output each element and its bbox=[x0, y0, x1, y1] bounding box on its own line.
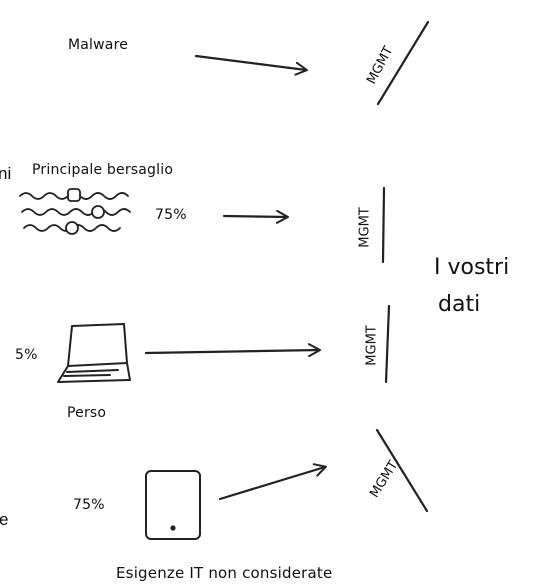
label-it-needs: Esigenze IT non considerate bbox=[116, 564, 333, 582]
mgmt-barrier-4 bbox=[375, 428, 429, 513]
arrow-laptop bbox=[144, 343, 321, 358]
pct-laptop: 5% bbox=[15, 347, 38, 363]
label-lost: Perso bbox=[67, 405, 107, 421]
tablet-icon bbox=[145, 470, 201, 540]
cut-text-left-bottom: e bbox=[0, 510, 9, 529]
label-main-target: Principale bersaglio bbox=[32, 162, 174, 178]
label-your-data-line1: I vostri bbox=[434, 255, 510, 280]
mgmt-barrier-3 bbox=[384, 304, 391, 384]
arrow-main-target bbox=[222, 209, 289, 224]
label-malware: Malware bbox=[68, 37, 129, 53]
laptop-icon bbox=[57, 323, 131, 383]
pct-tablet: 75% bbox=[73, 497, 105, 513]
network-waves-icon bbox=[19, 188, 131, 235]
cut-text-left-top: ni bbox=[0, 164, 12, 183]
arrow-malware bbox=[194, 54, 308, 76]
arrow-tablet bbox=[218, 463, 327, 501]
pct-main-target: 75% bbox=[155, 207, 187, 223]
mgmt-barrier-2 bbox=[381, 186, 386, 264]
mgmt-barrier-1 bbox=[376, 20, 430, 106]
mgmt-label-3: MGMT bbox=[364, 325, 380, 366]
label-your-data-line2: dati bbox=[438, 292, 481, 317]
mgmt-label-2: MGMT bbox=[357, 207, 373, 248]
